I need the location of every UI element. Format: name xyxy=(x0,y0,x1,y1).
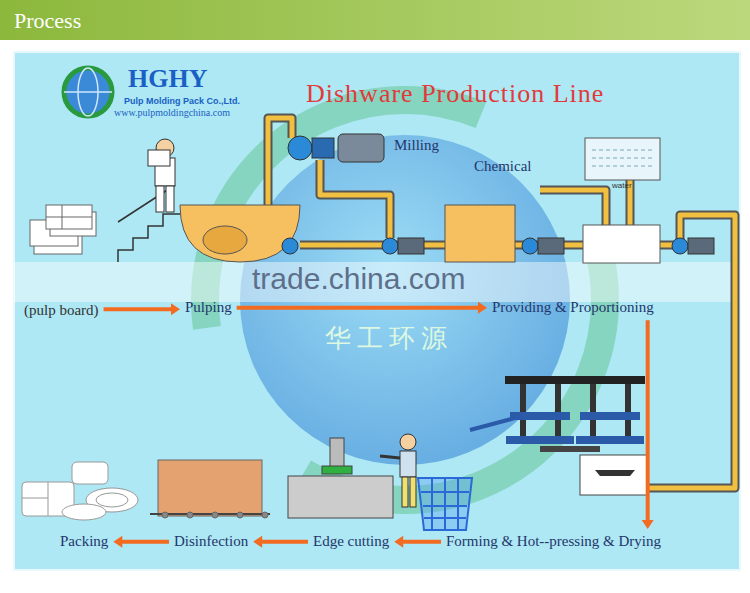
products xyxy=(22,462,138,520)
worker xyxy=(148,139,175,212)
step-label: Milling xyxy=(394,137,439,154)
arrow-head xyxy=(478,302,487,314)
step-label: Chemical xyxy=(474,158,531,175)
flow-arrow xyxy=(104,303,180,315)
pulping-tank xyxy=(180,205,300,262)
basket xyxy=(418,478,472,530)
diagram-title: Dishware Production Line xyxy=(306,79,604,109)
process-step: Forming & Hot--pressing & Drying xyxy=(444,532,663,551)
pipes xyxy=(268,118,735,488)
arrow-line xyxy=(121,540,169,544)
watermark: trade.china.com xyxy=(252,262,465,297)
logo-name: HGHY xyxy=(128,64,207,94)
header-text: Process xyxy=(14,8,81,33)
flow-arrow xyxy=(642,320,654,529)
mixing-tank xyxy=(445,205,515,262)
stairs xyxy=(118,185,180,262)
proportion-tank xyxy=(583,225,660,263)
arrow-line xyxy=(104,307,172,311)
process-step: Edge cutting xyxy=(311,532,391,551)
process-step: Disinfection xyxy=(172,532,250,551)
step-name: (pulp board) xyxy=(24,302,99,319)
pulp-boards xyxy=(30,205,96,254)
arrow-line xyxy=(402,540,441,544)
step-name: Disinfection xyxy=(174,533,248,550)
forming-machine xyxy=(470,376,645,452)
water-tank xyxy=(585,138,660,180)
arrow-head xyxy=(171,303,180,315)
arrow-line xyxy=(261,540,308,544)
process-step: Pulping xyxy=(183,298,234,317)
flow-arrow xyxy=(394,536,441,548)
step-name: Edge cutting xyxy=(313,533,389,550)
company-name: Pulp Molding Pack Co.,Ltd. xyxy=(124,96,240,106)
arrow-head xyxy=(113,536,122,548)
process-step: Packing xyxy=(58,532,110,551)
watermark: 华工环源 xyxy=(325,324,453,354)
tank-label: water xyxy=(612,181,632,190)
watermark-band xyxy=(14,262,740,302)
flow-arrow xyxy=(113,536,169,548)
edge-cutter xyxy=(288,438,393,518)
step-name: Packing xyxy=(60,533,108,550)
arrow-head xyxy=(394,536,403,548)
website: www.pulpmoldingchina.com xyxy=(114,107,230,119)
panel xyxy=(14,52,740,570)
arrow-head xyxy=(642,520,654,529)
flow-arrow xyxy=(237,302,487,314)
process-step: Providing & Proportioning xyxy=(490,298,656,317)
logo xyxy=(64,68,112,116)
disinfection-cabinet xyxy=(150,460,270,518)
step-name: Pulping xyxy=(185,299,232,316)
arrow-head xyxy=(253,536,262,548)
arrow-line xyxy=(237,306,479,310)
arrow-line xyxy=(646,320,650,521)
flow-arrow xyxy=(253,536,308,548)
header-bar xyxy=(0,0,750,40)
step-name: Forming & Hot--pressing & Drying xyxy=(446,533,661,550)
step-name: Providing & Proportioning xyxy=(492,299,654,316)
forming-tank xyxy=(580,455,648,495)
process-step: (pulp board) xyxy=(22,301,101,320)
